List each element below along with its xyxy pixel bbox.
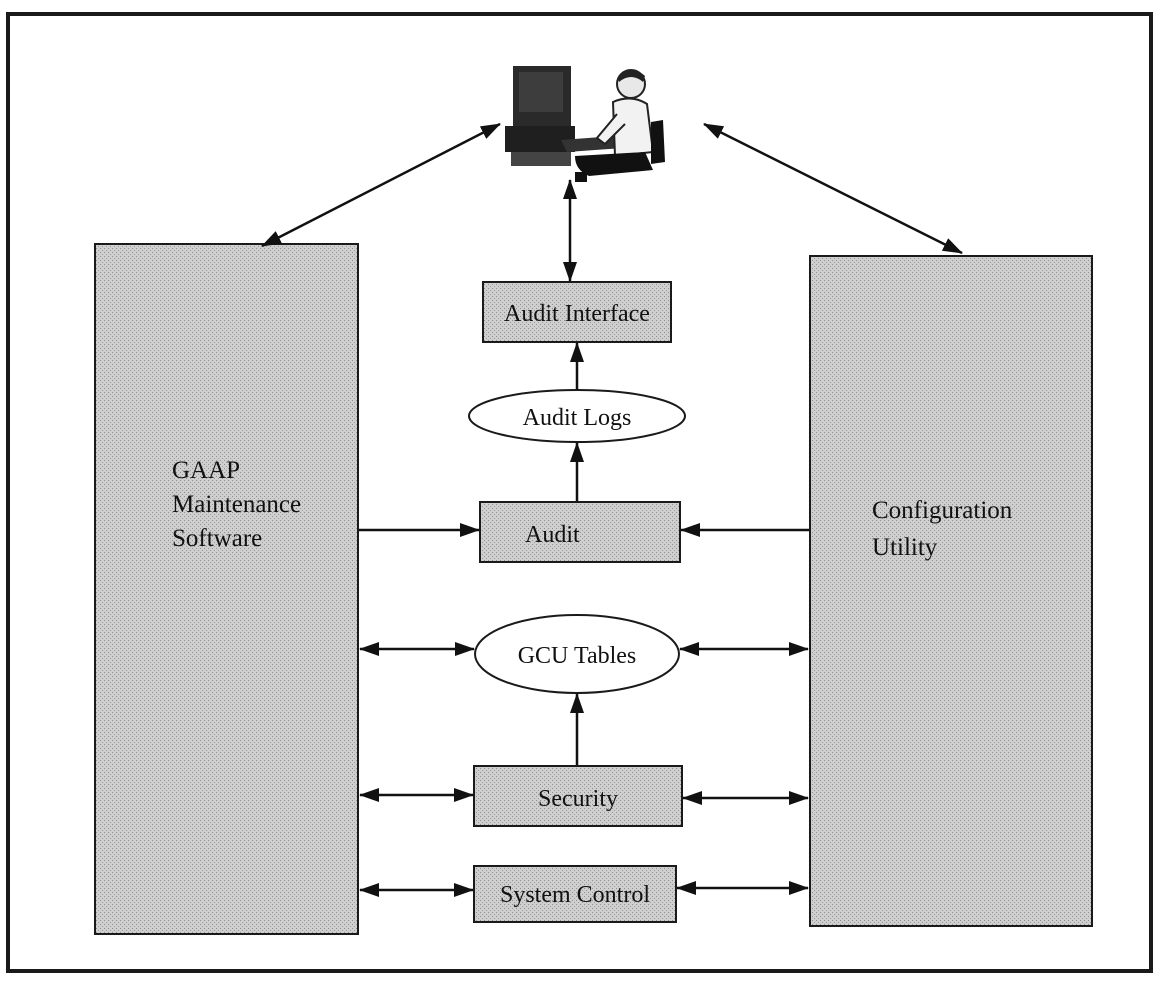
config-label-line-1: Configuration xyxy=(872,497,1013,524)
audit-box xyxy=(479,501,681,563)
gaap-maintenance-software-box xyxy=(94,243,359,935)
security-box xyxy=(473,765,683,827)
gaap-label-line-1: GAAP xyxy=(172,457,240,484)
configuration-utility-box xyxy=(809,255,1093,927)
arrow-user-config xyxy=(703,122,963,255)
gcu-tables-label: GCU Tables xyxy=(518,643,637,669)
audit-interface-box xyxy=(482,281,672,343)
gaap-label-line-3: Software xyxy=(172,525,262,552)
gaap-label-line-2: Maintenance xyxy=(172,491,301,518)
arrow-user-gaap xyxy=(261,122,501,248)
audit-interface-label: Audit Interface xyxy=(504,301,650,327)
config-label-line-2: Utility xyxy=(872,534,938,561)
system-control-label: System Control xyxy=(500,882,650,908)
computer-user-icon xyxy=(505,66,665,182)
security-label: Security xyxy=(538,786,618,812)
audit-logs-label: Audit Logs xyxy=(523,405,632,431)
audit-label: Audit xyxy=(525,522,580,548)
